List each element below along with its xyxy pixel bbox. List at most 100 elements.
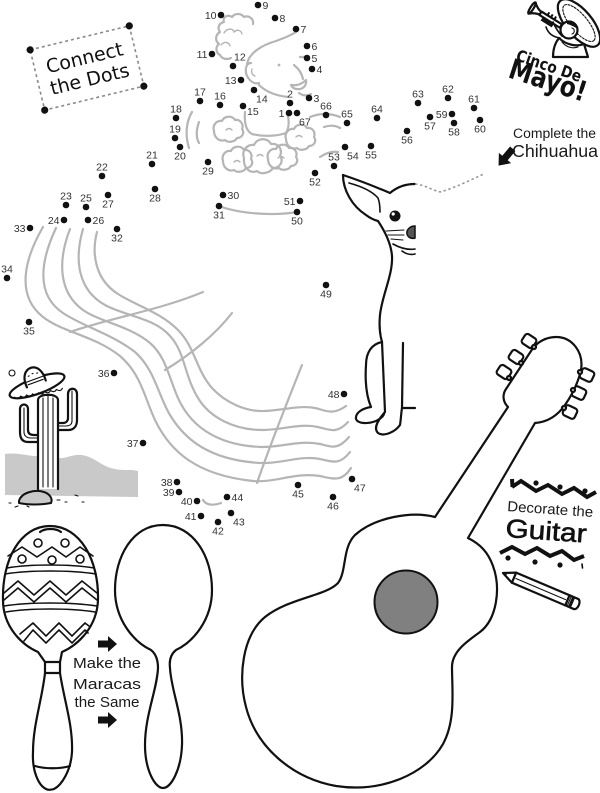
trumpet-icon <box>527 1 563 29</box>
dot-27: 27 <box>102 191 114 211</box>
dot-number: 7 <box>301 24 307 36</box>
chihuahua-whiskers <box>385 229 405 241</box>
skirt-line <box>77 227 350 432</box>
dot-41: 41 <box>185 511 205 523</box>
chihuahua-ear-and-body <box>341 173 394 344</box>
dot-marker <box>176 143 184 151</box>
dot-28: 28 <box>149 185 161 205</box>
dot-59: 59 <box>436 109 456 121</box>
dot-marker <box>294 481 302 489</box>
dot-marker <box>110 369 118 377</box>
dot-42: 42 <box>212 518 224 538</box>
dot-number: 28 <box>149 193 161 205</box>
dot-number: 40 <box>181 496 193 508</box>
dancer-chin <box>297 91 313 97</box>
dot-number: 23 <box>60 191 72 203</box>
dot-marker <box>173 478 181 486</box>
rock <box>18 490 53 506</box>
dot-number: 21 <box>146 150 158 162</box>
dot-63: 63 <box>412 89 424 107</box>
trumpet-tube <box>538 10 563 29</box>
dot-60: 60 <box>474 116 486 136</box>
trumpet-valve <box>546 11 551 16</box>
dot-marker <box>104 191 112 199</box>
dot-number: 63 <box>412 89 424 101</box>
dot-67: 67 <box>293 109 311 129</box>
dot-marker <box>303 54 311 62</box>
dot-55: 55 <box>365 142 377 162</box>
dot-marker <box>208 50 216 58</box>
dot-marker <box>322 111 330 119</box>
pencil-lead <box>503 572 508 577</box>
dot-32: 32 <box>111 225 123 245</box>
dot-number: 11 <box>197 49 208 61</box>
dot-marker <box>303 42 311 50</box>
dot-number: 26 <box>93 215 105 227</box>
sombrero-brim-scallops <box>14 387 63 399</box>
dot-16: 16 <box>214 91 226 109</box>
dot-34: 34 <box>1 264 13 282</box>
dot-number: 36 <box>98 368 110 380</box>
dot-marker <box>3 274 11 282</box>
title-box-corner-dot <box>140 82 148 90</box>
dot-number: 57 <box>424 121 436 133</box>
dot-marker <box>448 110 456 118</box>
dot-15: 15 <box>239 102 259 118</box>
dot-number: 67 <box>299 117 311 129</box>
dot-marker <box>62 201 70 209</box>
blouse-ruffle <box>284 123 317 151</box>
chihuahua-prompt: Complete the Chihuahua <box>498 126 598 166</box>
dot-64: 64 <box>371 104 383 122</box>
dot-marker <box>322 281 330 289</box>
dot-marker <box>293 208 301 216</box>
dot-5: 5 <box>303 53 318 65</box>
chihuahua-mouth <box>392 243 416 256</box>
dot-number: 2 <box>287 89 293 101</box>
guitar-prompt-line-1: Decorate the <box>507 499 594 521</box>
chihuahua-front-leg <box>374 340 404 436</box>
maraca-dot-pattern <box>17 554 27 564</box>
dot-14: 14 <box>250 86 268 106</box>
dot-21: 21 <box>146 150 158 168</box>
maracas-prompt: Make the Maracas the Same <box>73 636 141 728</box>
pencil-ferrule-lines <box>566 595 574 608</box>
dot-number: 18 <box>170 104 182 116</box>
dot-marker <box>172 114 180 122</box>
dot-marker <box>216 101 224 109</box>
dot-53: 53 <box>328 152 340 170</box>
dot-marker <box>305 94 313 102</box>
decoration-dot <box>505 555 511 561</box>
dot-number: 17 <box>194 87 206 99</box>
dot-marker <box>84 216 92 224</box>
dot-marker <box>254 1 262 9</box>
dot-marker <box>113 225 121 233</box>
dot-marker <box>82 203 90 211</box>
dancer-eye <box>277 63 281 67</box>
dot-number: 45 <box>292 489 304 501</box>
dot-number: 12 <box>234 52 246 64</box>
dot-61: 61 <box>468 94 480 112</box>
dot-25: 25 <box>80 193 92 211</box>
dot-marker <box>215 202 223 210</box>
dancer-waistline <box>217 204 299 216</box>
dot-marker <box>197 512 205 520</box>
blouse-ruffle <box>266 143 299 171</box>
dot-66: 66 <box>320 101 332 119</box>
skirt-line <box>93 230 348 413</box>
dot-marker <box>239 102 247 110</box>
dancer-left-arm <box>185 110 194 150</box>
decoration-tick <box>581 563 584 569</box>
dot-number: 48 <box>328 389 340 401</box>
dot-number: 52 <box>309 177 321 189</box>
chihuahua-ear-top-and-head <box>341 173 417 195</box>
chihuahua-dashed-head-guide <box>414 173 485 193</box>
dot-8: 8 <box>271 13 286 25</box>
dot-43: 43 <box>227 509 245 529</box>
chihuahua-hind-leg <box>354 340 386 425</box>
dot-number: 37 <box>127 438 139 450</box>
skirt-line <box>42 226 352 465</box>
dot-number: 19 <box>169 124 181 136</box>
chihuahua-inner-ear <box>348 182 381 213</box>
pencil-icon <box>501 571 581 611</box>
dot-33: 33 <box>14 223 34 235</box>
